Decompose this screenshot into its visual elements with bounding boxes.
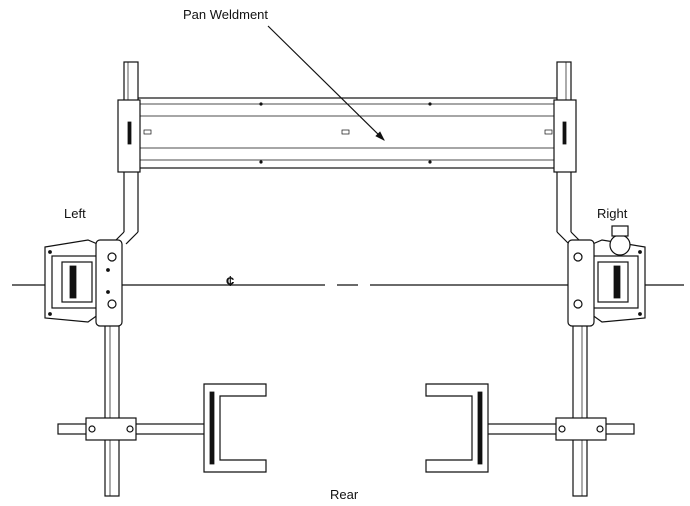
left-rear-bracket bbox=[203, 383, 267, 473]
rear-label: Rear bbox=[330, 487, 359, 502]
right-rear-bracket bbox=[425, 383, 489, 473]
centerline-symbol: ¢ bbox=[226, 273, 235, 290]
right-rear-crossbar bbox=[473, 417, 635, 441]
pan-weldment-label: Pan Weldment bbox=[183, 7, 269, 22]
right-head-assembly bbox=[567, 225, 646, 327]
left-label: Left bbox=[64, 206, 86, 221]
pan-weldment bbox=[137, 97, 563, 169]
left-rear-crossbar bbox=[57, 417, 217, 441]
right-label: Right bbox=[597, 206, 628, 221]
left-head-assembly bbox=[44, 239, 123, 327]
pan-weldment-leader bbox=[267, 25, 385, 141]
right-column bbox=[553, 61, 588, 497]
left-column bbox=[104, 61, 141, 497]
